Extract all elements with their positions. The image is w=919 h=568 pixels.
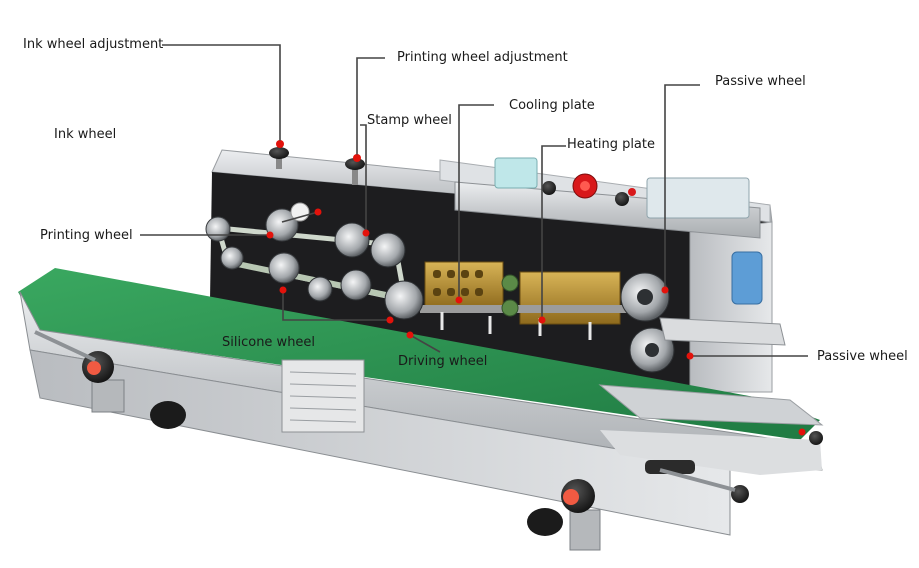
marker-red-dot-icon xyxy=(266,231,274,239)
label-driving-wheel: Driving wheel xyxy=(398,354,488,369)
label-passive-wheel-right: Passive wheel xyxy=(817,349,908,364)
marker-red-dot-icon xyxy=(798,428,806,436)
marker-red-dot-icon xyxy=(686,352,694,360)
label-ink-wheel-adjustment: Ink wheel adjustment xyxy=(23,37,164,52)
front-knob-right-icon xyxy=(561,479,595,513)
cooling-block xyxy=(424,261,504,309)
leader-lines xyxy=(140,44,808,357)
marker-red-dot-icon xyxy=(386,316,394,324)
marker-red-dot-icon xyxy=(538,316,546,324)
marker-red-dot-icon xyxy=(276,140,284,148)
label-passive-wheel-top: Passive wheel xyxy=(715,74,806,89)
marker-red-dot-icon xyxy=(314,208,322,216)
speed-knob-icon xyxy=(615,192,629,206)
label-heating-plate: Heating plate xyxy=(567,137,655,152)
marker-red-dot-icon xyxy=(279,286,287,294)
label-printing-wheel-adjustment: Printing wheel adjustment xyxy=(397,50,568,65)
output-guide-plate xyxy=(659,317,786,346)
label-printing-wheel: Printing wheel xyxy=(40,228,133,243)
label-ink-wheel: Ink wheel xyxy=(54,127,117,142)
marker-dots xyxy=(266,140,806,436)
marker-red-dot-icon xyxy=(362,229,370,237)
label-silicone-wheel: Silicone wheel xyxy=(222,335,316,350)
display-window xyxy=(494,157,538,189)
switch-knob-icon xyxy=(542,181,556,195)
conveyor xyxy=(18,268,824,551)
label-cooling-plate: Cooling plate xyxy=(509,98,595,113)
label-stamp-wheel: Stamp wheel xyxy=(367,113,452,128)
side-window xyxy=(731,251,763,305)
heating-block xyxy=(519,271,621,325)
control-panel xyxy=(454,157,761,239)
marker-red-dot-icon xyxy=(661,286,669,294)
marker-red-dot-icon xyxy=(353,154,361,162)
temperature-display xyxy=(646,177,750,219)
marker-red-dot-icon xyxy=(455,296,463,304)
marker-red-dot-icon xyxy=(406,331,414,339)
wheel-mechanism xyxy=(205,202,675,373)
